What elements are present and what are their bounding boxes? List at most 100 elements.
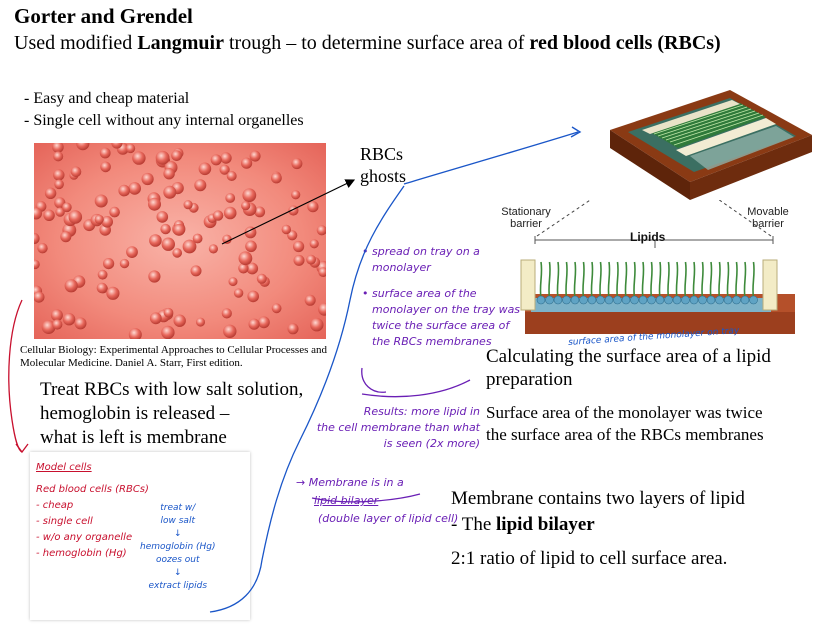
red-blood-cell <box>111 143 123 149</box>
subtitle-middle: trough – to determine surface area of <box>224 32 530 54</box>
ratio-text: 2:1 ratio of lipid to cell surface area. <box>451 548 728 569</box>
red-blood-cell <box>226 171 237 181</box>
red-blood-cell <box>173 223 186 236</box>
lipid-head <box>562 295 571 305</box>
lipid-tail <box>556 261 560 299</box>
red-blood-cell <box>70 166 82 178</box>
lipid-tail <box>743 261 747 299</box>
red-blood-cell <box>126 246 138 258</box>
lipid-head <box>570 295 580 305</box>
red-blood-cell <box>100 161 111 173</box>
red-blood-cell <box>173 314 186 327</box>
red-blood-cell <box>64 279 78 293</box>
red-blood-cell <box>208 244 218 254</box>
red-blood-cell <box>96 282 108 294</box>
ghosts-label-line: ghosts <box>360 166 407 186</box>
diagram-label-line: barrier <box>510 218 542 230</box>
lipid-tail <box>565 261 568 299</box>
red-blood-cell <box>34 232 40 245</box>
lipid-head <box>536 295 546 305</box>
red-blood-cell <box>241 201 251 211</box>
red-blood-cell <box>219 164 230 175</box>
red-blood-cell <box>190 265 202 277</box>
red-blood-cell <box>228 277 238 287</box>
treatment-text: Treat RBCs with low salt solution, hemog… <box>40 378 340 450</box>
red-blood-cell <box>242 188 257 203</box>
purple-note-line: monolayer on the tray was <box>372 303 521 316</box>
lipid-head <box>604 295 614 305</box>
subtitle-langmuir: Langmuir <box>137 32 224 54</box>
bullet-item: - Easy and cheap material <box>24 90 190 107</box>
blue-step: ↓ <box>173 529 182 539</box>
red-blood-cell <box>94 194 108 208</box>
red-blood-cell <box>52 319 63 330</box>
blue-step: low salt <box>160 516 195 526</box>
red-blood-cell <box>192 233 203 244</box>
red-note-line: - cheap <box>36 500 74 511</box>
red-blood-cell <box>248 318 260 330</box>
lipid-tail <box>590 261 594 299</box>
red-blood-cell <box>34 207 42 220</box>
membrane-text: Membrane contains two layers of lipid - … <box>451 486 821 538</box>
red-blood-cell <box>309 239 319 249</box>
lipid-head <box>630 295 639 305</box>
red-blood-cell <box>304 294 316 306</box>
lipid-head <box>706 295 716 305</box>
red-note-line: Red blood cells (RBCs) <box>36 484 149 495</box>
blue-step: extract lipids <box>148 581 208 591</box>
red-blood-cell <box>241 157 253 169</box>
red-blood-cell <box>109 206 120 218</box>
lipid-tail <box>658 261 662 299</box>
subtitle-prefix: Used modified <box>14 32 138 54</box>
purple-membrane-line: → Membrane is in a <box>296 476 404 489</box>
movable-barrier-label: Movable barrier <box>738 206 798 230</box>
red-blood-cell <box>34 259 40 270</box>
red-blood-cell <box>223 206 237 220</box>
red-blood-cell <box>258 316 270 329</box>
red-blood-cell <box>149 234 162 247</box>
lipid-tail <box>675 261 679 299</box>
red-blood-cell <box>149 312 162 325</box>
red-blood-cell <box>238 251 253 266</box>
red-blood-cell <box>221 308 232 319</box>
red-blood-cell <box>210 154 222 166</box>
red-blood-cell <box>43 209 55 221</box>
lipid-head <box>698 295 707 305</box>
lipid-tail <box>573 261 577 299</box>
purple-note-line: the RBCs membranes <box>372 335 492 348</box>
red-blood-cell <box>271 303 282 314</box>
lipid-tail <box>709 261 713 299</box>
lipid-tail <box>548 261 551 299</box>
red-blood-cell <box>249 150 261 162</box>
red-blood-cell <box>182 239 197 254</box>
red-blood-cell <box>222 234 232 244</box>
red-blood-cell <box>198 162 212 176</box>
treatment-line: Treat RBCs with low salt solution, <box>40 379 304 400</box>
lipid-tail <box>599 261 602 299</box>
rbc-ghosts-label: RBCs ghosts <box>360 143 406 187</box>
blue-step: treat w/ <box>160 503 196 513</box>
bilayer-bold: lipid bilayer <box>496 514 595 535</box>
red-blood-cell <box>60 231 72 243</box>
red-blood-cell <box>161 325 175 339</box>
red-blood-cell <box>99 147 111 159</box>
red-blood-cell <box>155 150 170 165</box>
lipid-tail <box>701 261 704 299</box>
lipid-tail <box>607 261 611 299</box>
bullet-list: - Easy and cheap material - Single cell … <box>24 88 304 132</box>
lipid-tail <box>752 261 755 299</box>
lipid-head <box>689 295 699 305</box>
surface-line: the surface area of the RBCs membranes <box>486 425 764 444</box>
bilayer-prefix: - The <box>451 514 497 535</box>
red-note-line: - w/o any organelle <box>36 532 133 543</box>
red-blood-cell <box>225 193 236 203</box>
lipid-tail <box>726 261 730 299</box>
red-blood-cell <box>76 143 90 151</box>
red-blood-cell <box>54 179 64 190</box>
red-blood-cell <box>50 309 63 322</box>
red-blood-cell <box>212 210 224 221</box>
red-blood-cell <box>247 290 259 303</box>
red-blood-cell <box>256 273 267 284</box>
red-blood-cell <box>128 182 141 195</box>
slide-subtitle: Used modified Langmuir trough – to deter… <box>14 32 721 55</box>
